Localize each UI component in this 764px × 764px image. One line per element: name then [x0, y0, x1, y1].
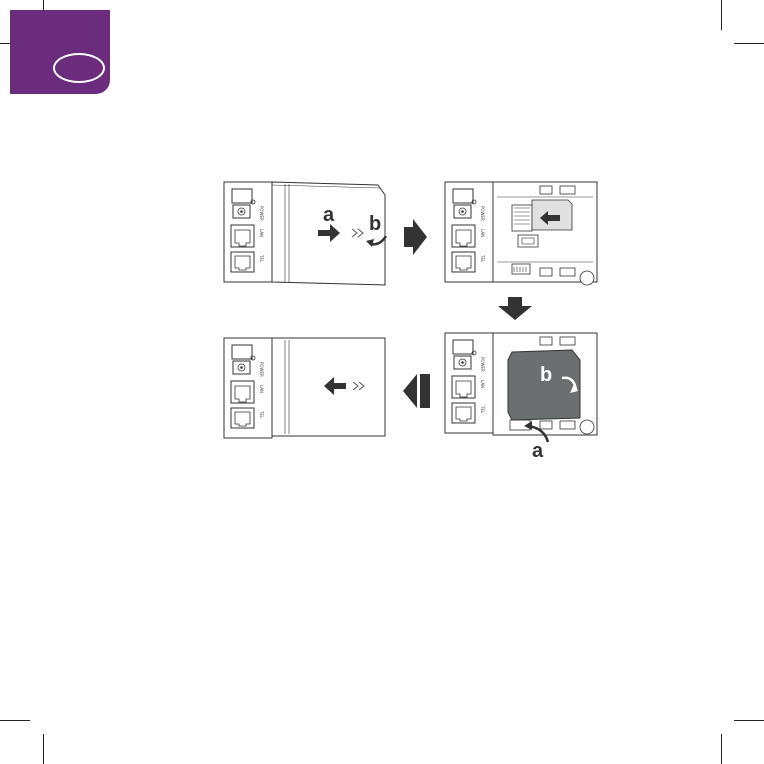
step1-label-b: b: [369, 214, 381, 234]
step3-label-b: b: [540, 365, 552, 385]
step4-device: [224, 338, 385, 438]
step1-device: [224, 182, 386, 285]
step2-device: [445, 182, 597, 285]
step-arrow-right-icon: [404, 219, 427, 255]
step3-label-a: a: [532, 441, 543, 461]
step-arrow-left-icon: [403, 374, 430, 408]
step1-label-a: a: [323, 205, 334, 225]
step3-device: [445, 333, 597, 442]
sim-card-icon: [512, 200, 572, 231]
step-arrow-down-icon: [498, 297, 532, 320]
